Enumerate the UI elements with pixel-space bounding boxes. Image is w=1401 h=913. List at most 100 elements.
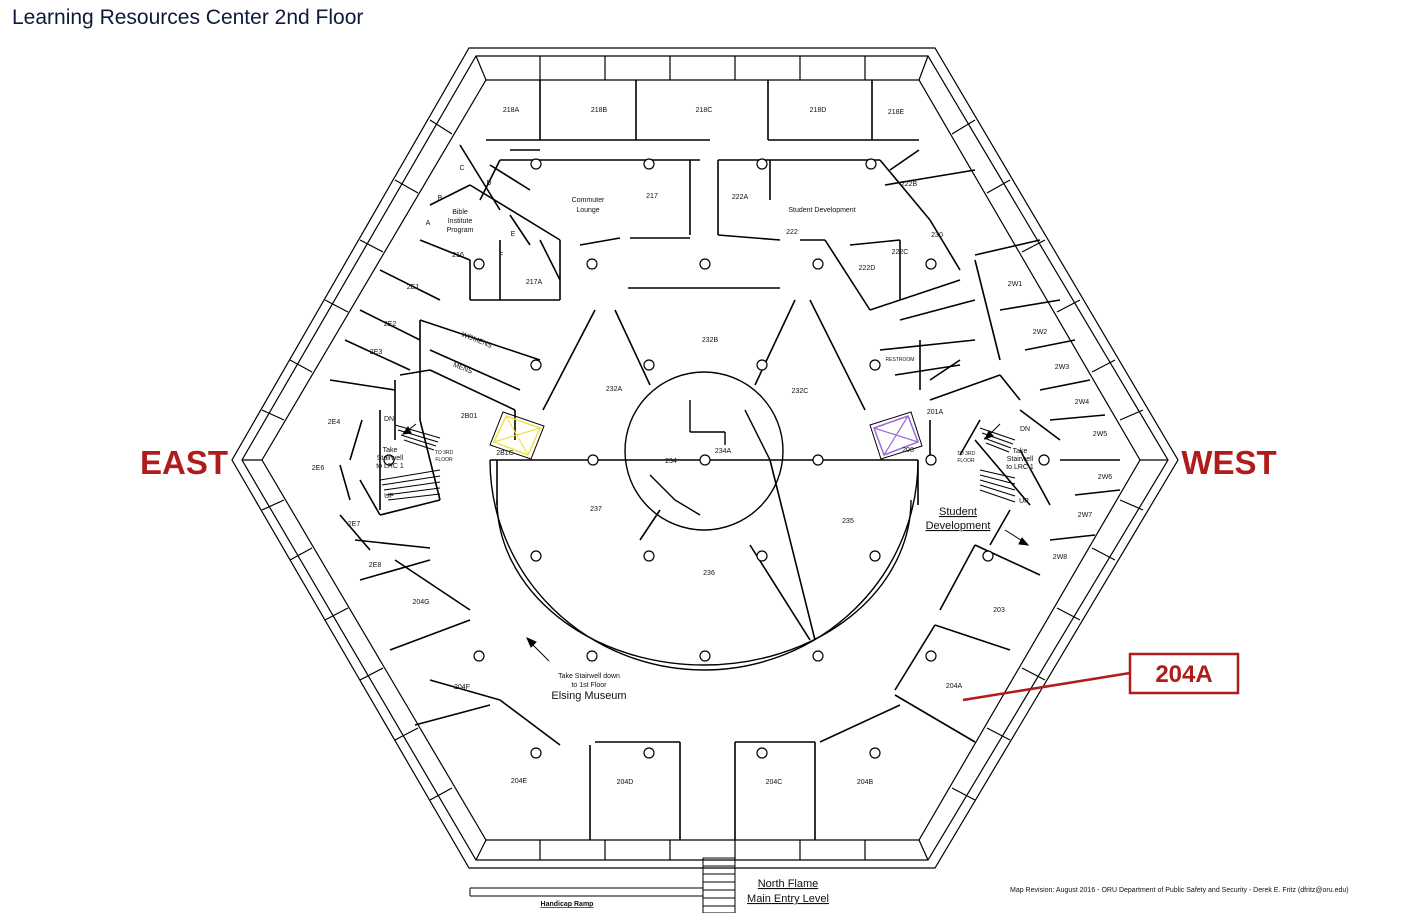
room-2W3: 2W3: [1055, 364, 1070, 371]
room-222C: 222C: [892, 249, 909, 256]
room-2B1C: 2B1C: [496, 450, 514, 457]
room-222D: 222D: [859, 265, 876, 272]
room-218A: 218A: [503, 107, 520, 114]
elsing-museum-label: Elsing Museum: [551, 690, 626, 702]
room-D: D: [486, 180, 491, 187]
east-to3rd-line2: FLOOR: [435, 457, 453, 463]
area-labels: Commuter Lounge Bible Institute Program …: [376, 197, 1034, 908]
map-revision-credit: Map Revision: August 2016 - ORU Departme…: [1010, 887, 1349, 894]
room-218D: 218D: [810, 107, 827, 114]
north-flame-label: North Flame: [758, 878, 819, 890]
stairwell-west: [979, 427, 1016, 503]
west-up-label: UP: [1019, 498, 1029, 505]
womens-label: WOMENS: [460, 331, 493, 350]
east-dn-label: DN: [384, 416, 394, 423]
interior-walls: [329, 80, 1121, 840]
room-236: 236: [703, 570, 715, 577]
room-232B: 232B: [702, 337, 719, 344]
student-development-line1: Student: [939, 506, 977, 518]
west-label: WEST: [1181, 444, 1276, 481]
page-title: Learning Resources Center 2nd Floor: [12, 6, 364, 29]
bible-line1: Bible: [452, 209, 468, 216]
main-entry-label: Main Entry Level: [747, 893, 829, 905]
bible-line3: Program: [447, 227, 474, 234]
handicap-ramp: [469, 887, 703, 897]
entry-steps: [702, 857, 736, 913]
building-outline: [231, 47, 1179, 869]
room-232C: 232C: [792, 388, 809, 395]
direction-arrows: [401, 423, 1030, 662]
room-203: 203: [993, 607, 1005, 614]
room-217: 217: [646, 193, 658, 200]
east-take-line1: Take: [383, 447, 398, 454]
room-2E4: 2E4: [328, 419, 341, 426]
room-204D: 204D: [617, 779, 634, 786]
west-to3rd-line1: TO 3RD: [957, 451, 976, 457]
columns: [383, 158, 1050, 759]
room-E: E: [511, 231, 516, 238]
room-2W5: 2W5: [1093, 431, 1108, 438]
handicap-ramp-label: Handicap Ramp: [541, 901, 594, 908]
room-2W7: 2W7: [1078, 512, 1093, 519]
room-2W8: 2W8: [1053, 554, 1068, 561]
east-label: EAST: [140, 444, 228, 481]
bible-line2: Institute: [448, 218, 473, 225]
room-216: 216: [452, 252, 464, 259]
stairwell-down-line2: to 1st Floor: [571, 682, 607, 689]
commuter-lounge-line1: Commuter: [572, 197, 605, 204]
room-F: F: [499, 252, 503, 259]
room-C: C: [459, 165, 464, 172]
room-204E: 204E: [511, 778, 528, 785]
room-2W6: 2W6: [1098, 474, 1113, 481]
room-2E1: 2E1: [407, 284, 420, 291]
room-237: 237: [590, 506, 602, 513]
callout-leader: [962, 671, 1131, 702]
west-dn-label: DN: [1020, 426, 1030, 433]
room-labels: 218A 218B 218C 218D 218E C D B A E F 216…: [312, 107, 1113, 786]
east-up-label: UP: [384, 493, 394, 500]
room-222B: 222B: [901, 181, 918, 188]
room-2E6: 2E6: [312, 465, 325, 472]
west-take-line3: to LRC 1: [1006, 464, 1034, 471]
student-development-line2: Development: [926, 520, 991, 532]
restroom-label: RESTROOM: [886, 357, 915, 363]
central-rotunda: [489, 371, 919, 671]
room-208: 208: [902, 447, 914, 454]
room-222: 222: [786, 229, 798, 236]
room-B: B: [438, 195, 443, 202]
room-204A: 204A: [946, 683, 963, 690]
room-2E7: 2E7: [348, 521, 361, 528]
room-204B: 204B: [857, 779, 874, 786]
west-take-line2: Stairwell: [1007, 456, 1034, 463]
room-2W4: 2W4: [1075, 399, 1090, 406]
room-230: 230: [931, 232, 943, 239]
room-A: A: [426, 220, 431, 227]
room-2W1: 2W1: [1008, 281, 1023, 288]
room-204F: 204F: [454, 684, 470, 691]
room-2B01: 2B01: [461, 413, 477, 420]
room-2E8: 2E8: [369, 562, 382, 569]
room-232A: 232A: [606, 386, 623, 393]
callout-box: [1128, 652, 1240, 695]
room-222A: 222A: [732, 194, 749, 201]
east-to3rd-line1: TO 3RD: [435, 450, 454, 456]
room-2W2: 2W2: [1033, 329, 1048, 336]
east-take-line2: Stairwell: [377, 455, 404, 462]
room-2E3: 2E3: [370, 349, 383, 356]
room-218B: 218B: [591, 107, 608, 114]
east-take-line3: to LRC 1: [376, 463, 404, 470]
callout-label: 204A: [1155, 661, 1212, 688]
room-201A: 201A: [927, 409, 944, 416]
room-234: 234: [665, 458, 677, 465]
room-217A: 217A: [526, 279, 543, 286]
room-235: 235: [842, 518, 854, 525]
west-to3rd-line2: FLOOR: [957, 458, 975, 464]
room-2E2: 2E2: [384, 321, 397, 328]
student-development-top: Student Development: [788, 207, 855, 214]
west-take-line1: Take: [1013, 448, 1028, 455]
room-218E: 218E: [888, 109, 905, 116]
stairwell-down-line1: Take Stairwell down: [558, 673, 620, 680]
room-204G: 204G: [412, 599, 429, 606]
commuter-lounge-line2: Lounge: [576, 207, 599, 214]
